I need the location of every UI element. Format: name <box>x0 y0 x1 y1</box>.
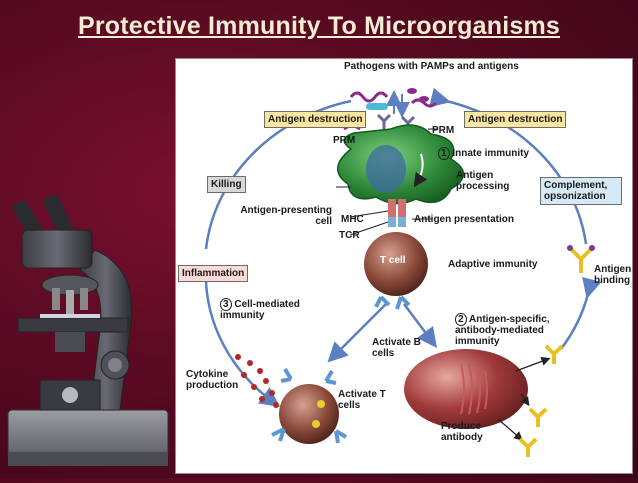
activate-b-cells-label: Activate B cells <box>372 337 421 359</box>
activate-t-cells-label: Activate T cells <box>338 389 386 411</box>
antigen-presentation-label: Antigen presentation <box>414 214 515 225</box>
cycle-arrow-bottom-left <box>204 268 281 407</box>
activated-t-cell <box>279 384 339 444</box>
t-cell-label: T cell <box>380 255 406 266</box>
pathogen-dot-icon <box>407 88 417 94</box>
pathogens-label: Pathogens with PAMPs and antigens <box>344 61 519 72</box>
cycle-arrow-right <box>560 276 602 350</box>
antibody-icons <box>518 247 593 457</box>
antibody-mediated-immunity-label: 2 Antigen-specific, antibody-mediated im… <box>455 313 575 347</box>
arrow-to-b-cells <box>403 303 437 348</box>
step3-number: 3 <box>220 298 232 311</box>
cytokine-production-label: Cytokine production <box>186 369 239 391</box>
antigen-binding-label: Antigen binding <box>594 264 632 286</box>
inflammation-box: Inflammation <box>178 265 249 282</box>
prm-left-label: PRM <box>333 135 356 146</box>
pathogen-rod-icon <box>366 103 388 110</box>
step2-number: 2 <box>455 313 467 326</box>
t-cell <box>364 232 428 296</box>
innate-immunity-text: Innate immunity <box>452 148 530 159</box>
tcr-label: TCR <box>339 230 360 241</box>
innate-immunity-label: 1 Innate immunity <box>438 147 530 160</box>
complement-box: Complement, opsonization <box>540 177 622 205</box>
prm-right-label: PRM <box>432 125 455 136</box>
cycle-arrow-top-left <box>204 99 352 250</box>
cell-mediated-immunity-text: Cell-mediated immunity <box>220 299 300 321</box>
antigen-destruction-right-box: Antigen destruction <box>464 111 567 128</box>
antigen-destruction-left-box: Antigen destruction <box>264 111 367 128</box>
adaptive-immunity-label: Adaptive immunity <box>448 259 538 270</box>
antigen-presenting-cell-label: Antigen-presenting cell <box>240 205 332 227</box>
step1-number: 1 <box>438 147 450 160</box>
pathogen-squiggle-icon <box>349 91 389 103</box>
cycle-arrow-top-right <box>429 87 588 245</box>
microscope-image <box>0 190 178 483</box>
killing-box: Killing <box>207 176 246 193</box>
antigen-processing-label: Antigen processing <box>456 170 510 192</box>
slide-title: Protective Immunity To Microorganisms <box>77 12 561 40</box>
b-cell <box>404 349 528 429</box>
produce-antibody-label: Produce antibody <box>441 421 483 443</box>
mhc-label: MHC <box>341 214 364 225</box>
tcr-icon <box>388 217 396 227</box>
apc-nucleus <box>366 145 406 193</box>
cytokine-dots <box>235 354 279 408</box>
immunity-diagram-panel: Pathogens with PAMPs and antigens Antige… <box>175 58 633 474</box>
diagram-graphics <box>204 87 602 457</box>
cell-mediated-immunity-label: 3 Cell-mediated immunity <box>220 298 308 321</box>
antibody-mediated-immunity-text: Antigen-specific, antibody-mediated immu… <box>455 314 550 347</box>
mhc-icon <box>388 199 396 217</box>
arrow-to-t-cells <box>327 303 387 363</box>
